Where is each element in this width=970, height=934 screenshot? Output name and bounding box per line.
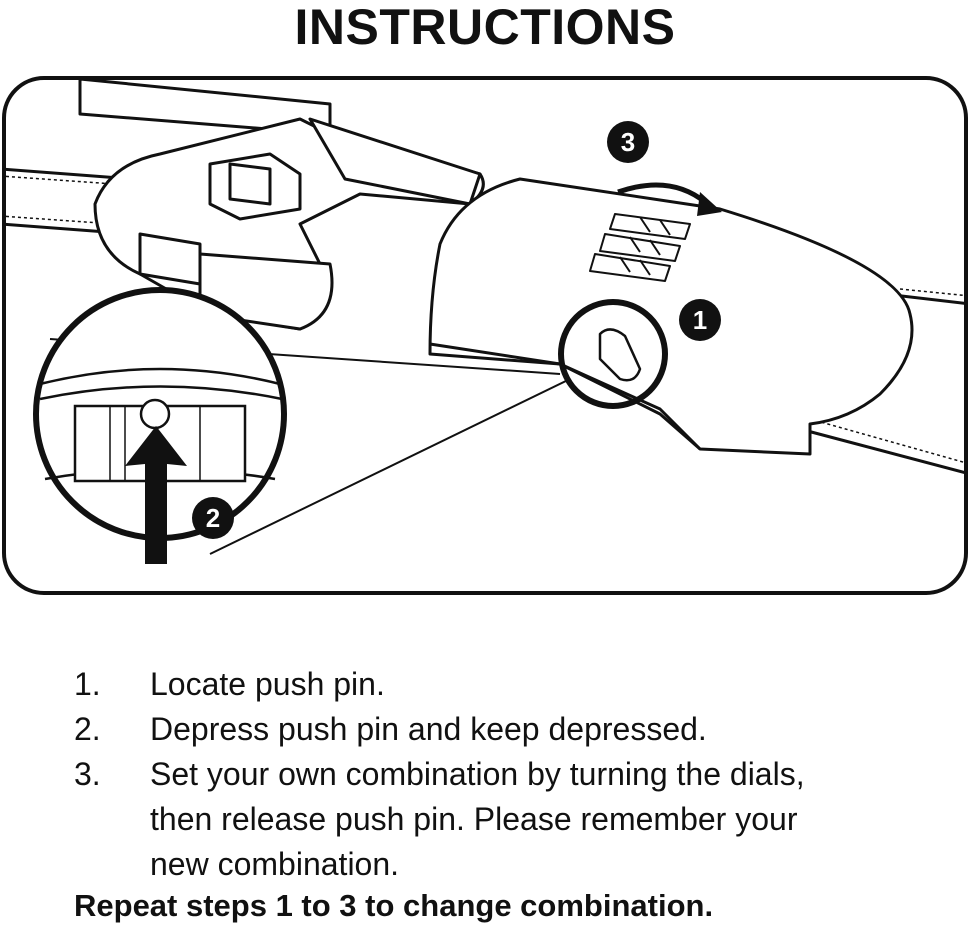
svg-text:1: 1 [693,305,707,335]
step-text: then release push pin. Please remember y… [150,801,798,837]
step-number: 2. [74,711,101,747]
step-number: 1. [74,666,101,702]
svg-text:3: 3 [621,127,635,157]
illustration-frame [2,76,968,595]
magnified-inset [33,287,287,564]
callout-badge-3: 3 [607,121,649,163]
step-text: Locate push pin. [150,666,385,702]
push-pin-highlight-circle [558,299,668,409]
step-text: Depress push pin and keep depressed. [150,711,707,747]
press-arrow [125,426,187,564]
turn-arrow [617,182,707,204]
lock-illustration: 3 1 2 [2,76,968,595]
lock-body [428,177,914,456]
callout-badge-1: 1 [679,299,721,341]
svg-text:2: 2 [206,503,220,533]
step-text: Set your own combination by turning the … [150,756,805,792]
page-title: INSTRUCTIONS [294,0,676,55]
step-number: 3. [74,756,101,792]
repeat-note: Repeat steps 1 to 3 to change combinatio… [74,888,714,923]
push-pin [598,328,642,382]
combination-dials [589,213,691,282]
step-text: new combination. [150,846,400,882]
callout-badge-2: 2 [192,497,234,539]
